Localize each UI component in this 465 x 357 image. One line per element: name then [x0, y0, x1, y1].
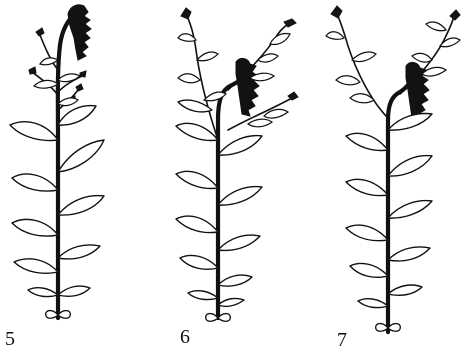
plant-7-leaf	[388, 285, 422, 295]
plant-6-leaf	[218, 187, 262, 206]
plant-7-leaf	[346, 133, 388, 150]
plant-5-leaf	[58, 140, 104, 172]
plant-6-leaf	[218, 235, 260, 250]
plant-6-leaf	[197, 52, 218, 61]
plant-5-leaf	[12, 219, 58, 236]
panel-label-7: 7	[337, 330, 347, 350]
plant-6-leaf	[176, 171, 218, 188]
plant-5-leaf	[58, 98, 78, 106]
plant-7-flower	[331, 6, 342, 18]
plant-6-inflorescence	[236, 58, 259, 116]
plant-5	[10, 5, 104, 318]
plant-6-leaf	[218, 298, 244, 306]
plant-6-leaf	[218, 275, 252, 286]
plant-5-leaf	[58, 106, 96, 125]
plant-7	[326, 6, 460, 332]
plant-5-leaf	[34, 80, 58, 88]
plant-5-leaf	[58, 286, 90, 296]
plant-5-leaf	[40, 58, 58, 65]
plant-7-leaf	[326, 32, 344, 40]
plant-7-leaf	[346, 179, 388, 195]
plant-6-leaf	[176, 123, 218, 140]
plant-7-leaf	[412, 53, 432, 62]
plant-7-leaf	[388, 156, 432, 176]
plant-5-leaf	[58, 74, 80, 82]
plant-5-leaf	[10, 122, 58, 141]
plant-6-leaf	[270, 33, 290, 44]
plant-7-leaf	[440, 38, 460, 47]
plant-5-leaf	[14, 259, 58, 273]
plant-6-leaf	[248, 119, 272, 127]
plant-5-inflorescence	[68, 5, 91, 60]
plant-5-leaf	[58, 245, 100, 259]
plant-6-leaf	[176, 216, 218, 232]
plant-7-leaf	[336, 76, 360, 85]
plant-7-leaf	[388, 247, 430, 261]
plant-6-leaf	[178, 74, 200, 83]
plant-6-leaf	[180, 255, 218, 269]
plant-5-flower	[36, 28, 44, 36]
plant-6-leaf	[258, 54, 278, 62]
plant-5-flower	[76, 84, 83, 91]
plant-7-leaf	[426, 22, 446, 31]
plant-7-leaf	[346, 225, 388, 241]
plant-5-leaf	[12, 174, 58, 191]
plant-6	[176, 8, 298, 321]
panel-label-5: 5	[5, 329, 15, 349]
plant-7-leaf	[358, 299, 388, 308]
plant-6-leaf	[188, 291, 218, 300]
plant-5-flower	[29, 67, 36, 74]
plant-6-leaf	[218, 136, 262, 155]
plant-7-leaf	[352, 52, 376, 62]
plant-5-leaf	[58, 196, 104, 215]
plant-7-leaf	[350, 263, 388, 277]
plant-6-flower	[181, 8, 191, 19]
plant-6-leaf	[204, 92, 226, 101]
plant-7-leaf	[388, 114, 432, 131]
plant-5-flower	[80, 71, 86, 77]
plant-7-leaf	[388, 201, 432, 219]
panel-label-6: 6	[180, 327, 190, 347]
plant-7-flower	[450, 10, 460, 20]
plant-5-leaf	[28, 288, 58, 297]
